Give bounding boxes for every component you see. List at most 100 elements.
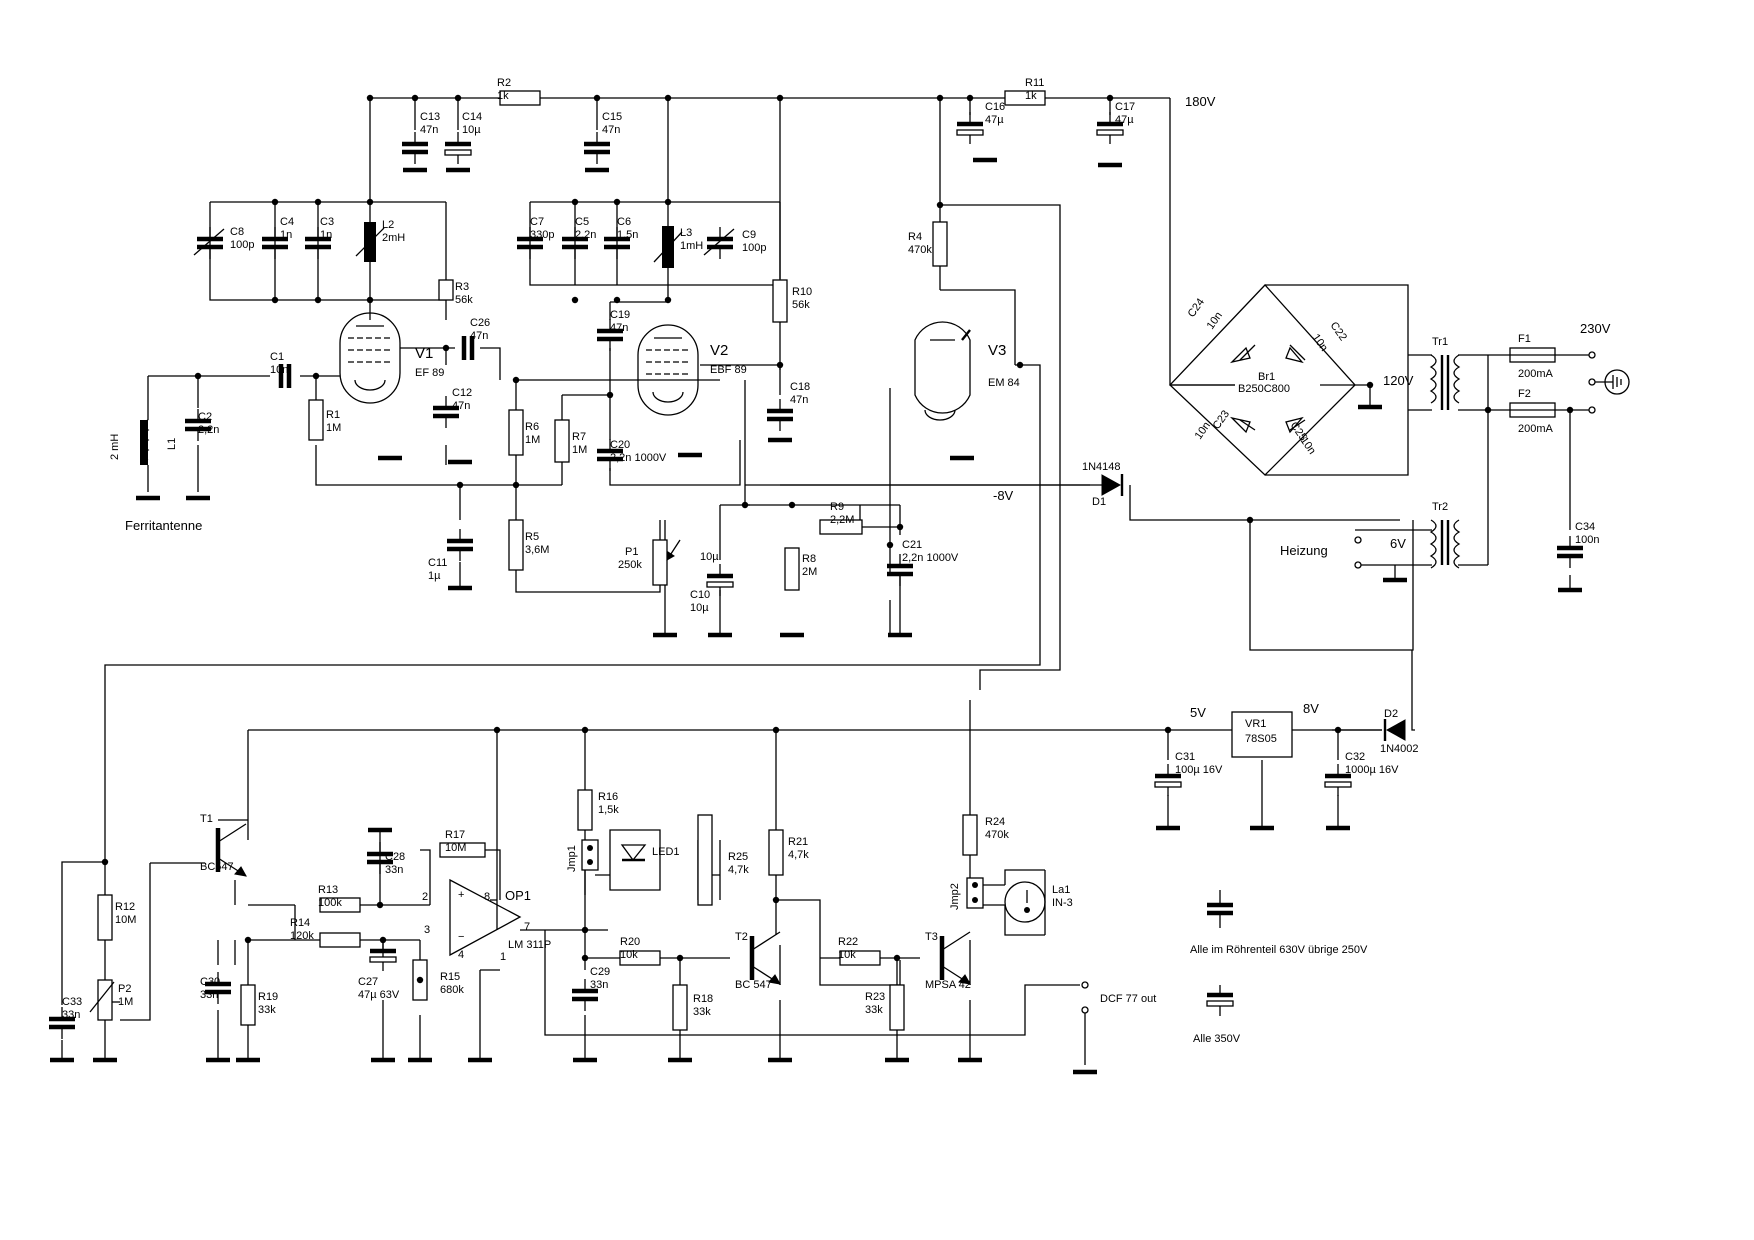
jumper-jmp2: Jmp2 — [949, 877, 984, 910]
r3-value: 56k — [455, 294, 473, 306]
r21-value: 4,7k — [788, 849, 809, 861]
tr2-ref: Tr2 — [1432, 501, 1448, 513]
op1-minus: − — [458, 931, 464, 943]
c34-ref: C34 — [1575, 521, 1595, 533]
r3-ref: R3 — [455, 281, 469, 293]
r2-value: 1k — [497, 90, 509, 102]
r12-ref: R12 — [115, 901, 135, 913]
c13-ref: C13 — [420, 111, 440, 123]
r23-value: 33k — [865, 1004, 883, 1016]
r4-value: 470k — [908, 244, 932, 256]
l1-value: 2 mH — [109, 434, 121, 460]
c3-ref: C3 — [320, 216, 334, 228]
jumper-jmp1: Jmp1 — [566, 839, 599, 872]
t2-ref: T2 — [735, 931, 748, 943]
c20-value: 2,2n 1000V — [610, 452, 667, 464]
c12-ref: C12 — [452, 387, 472, 399]
led1-ref: LED1 — [652, 846, 680, 858]
vr1-ref: VR1 — [1245, 718, 1266, 730]
op1-pin3: 3 — [424, 924, 430, 936]
l2-ref: L2 — [382, 219, 394, 231]
r13-value: 100k — [318, 897, 342, 909]
junction-dot — [366, 94, 374, 102]
c18-value: 47n — [790, 394, 808, 406]
tr1-ref: Tr1 — [1432, 336, 1448, 348]
op1-plus: + — [458, 889, 464, 901]
r23-ref: R23 — [865, 991, 885, 1003]
c8-value: 100p — [230, 239, 254, 251]
r18-ref: R18 — [693, 993, 713, 1005]
junction-dot — [936, 94, 944, 102]
c17-value: 47µ — [1115, 114, 1134, 126]
c2-value: 2,2n — [198, 424, 219, 436]
rail-5v-label: 5V — [1190, 705, 1206, 720]
c20-ref: C20 — [610, 439, 630, 451]
c1-value: 10n — [270, 364, 288, 376]
junction-dot — [194, 372, 202, 380]
r16-value: 1,5k — [598, 804, 619, 816]
r22-ref: R22 — [838, 936, 858, 948]
c21-value: 2,2n 1000V — [902, 552, 959, 564]
c26-value: 47n — [470, 330, 488, 342]
f1-ref: F1 — [1518, 333, 1531, 345]
c2-ref: C2 — [198, 411, 212, 423]
r6-value: 1M — [525, 434, 540, 446]
junction-dot — [271, 198, 279, 206]
junction-dot — [1246, 516, 1254, 524]
r15-ref: R15 — [440, 971, 460, 983]
resistor-r5: R53,6M — [508, 519, 549, 571]
junction-dot — [456, 481, 464, 489]
junction-dot — [101, 858, 109, 866]
br1-ref: Br1 — [1258, 371, 1275, 383]
v1-ref: V1 — [415, 345, 433, 362]
rail-180v-label: 180V — [1185, 94, 1216, 109]
junction-dot — [1484, 406, 1492, 414]
r14-ref: R14 — [290, 917, 310, 929]
v2-value: EBF 89 — [710, 364, 747, 376]
v3-value: EM 84 — [988, 377, 1020, 389]
c10-value: 10µ — [700, 551, 719, 563]
p1-ref: P1 — [625, 546, 638, 558]
junction-dot — [244, 936, 252, 944]
c10-value: 10µ — [690, 602, 709, 614]
r6-ref: R6 — [525, 421, 539, 433]
junction-dot — [772, 896, 780, 904]
legend-capacitor-symbols — [1206, 890, 1234, 1016]
junction-dot — [593, 94, 601, 102]
junction-dot — [966, 94, 974, 102]
d2-ref: D2 — [1384, 708, 1398, 720]
jmp1-ref: Jmp1 — [566, 845, 578, 872]
heizung-label: Heizung — [1280, 543, 1328, 558]
r16-ref: R16 — [598, 791, 618, 803]
junction-dot — [512, 481, 520, 489]
r18-value: 33k — [693, 1006, 711, 1018]
junction-dot — [376, 901, 384, 909]
capacitor-c6: C61,5n — [604, 216, 638, 259]
mains-230v-label: 230V — [1580, 321, 1611, 336]
c24-ref: C24 — [1186, 296, 1207, 319]
l1-ref: L1 — [166, 438, 178, 450]
junction-dot — [314, 198, 322, 206]
c30-ref: C30 — [200, 976, 220, 988]
